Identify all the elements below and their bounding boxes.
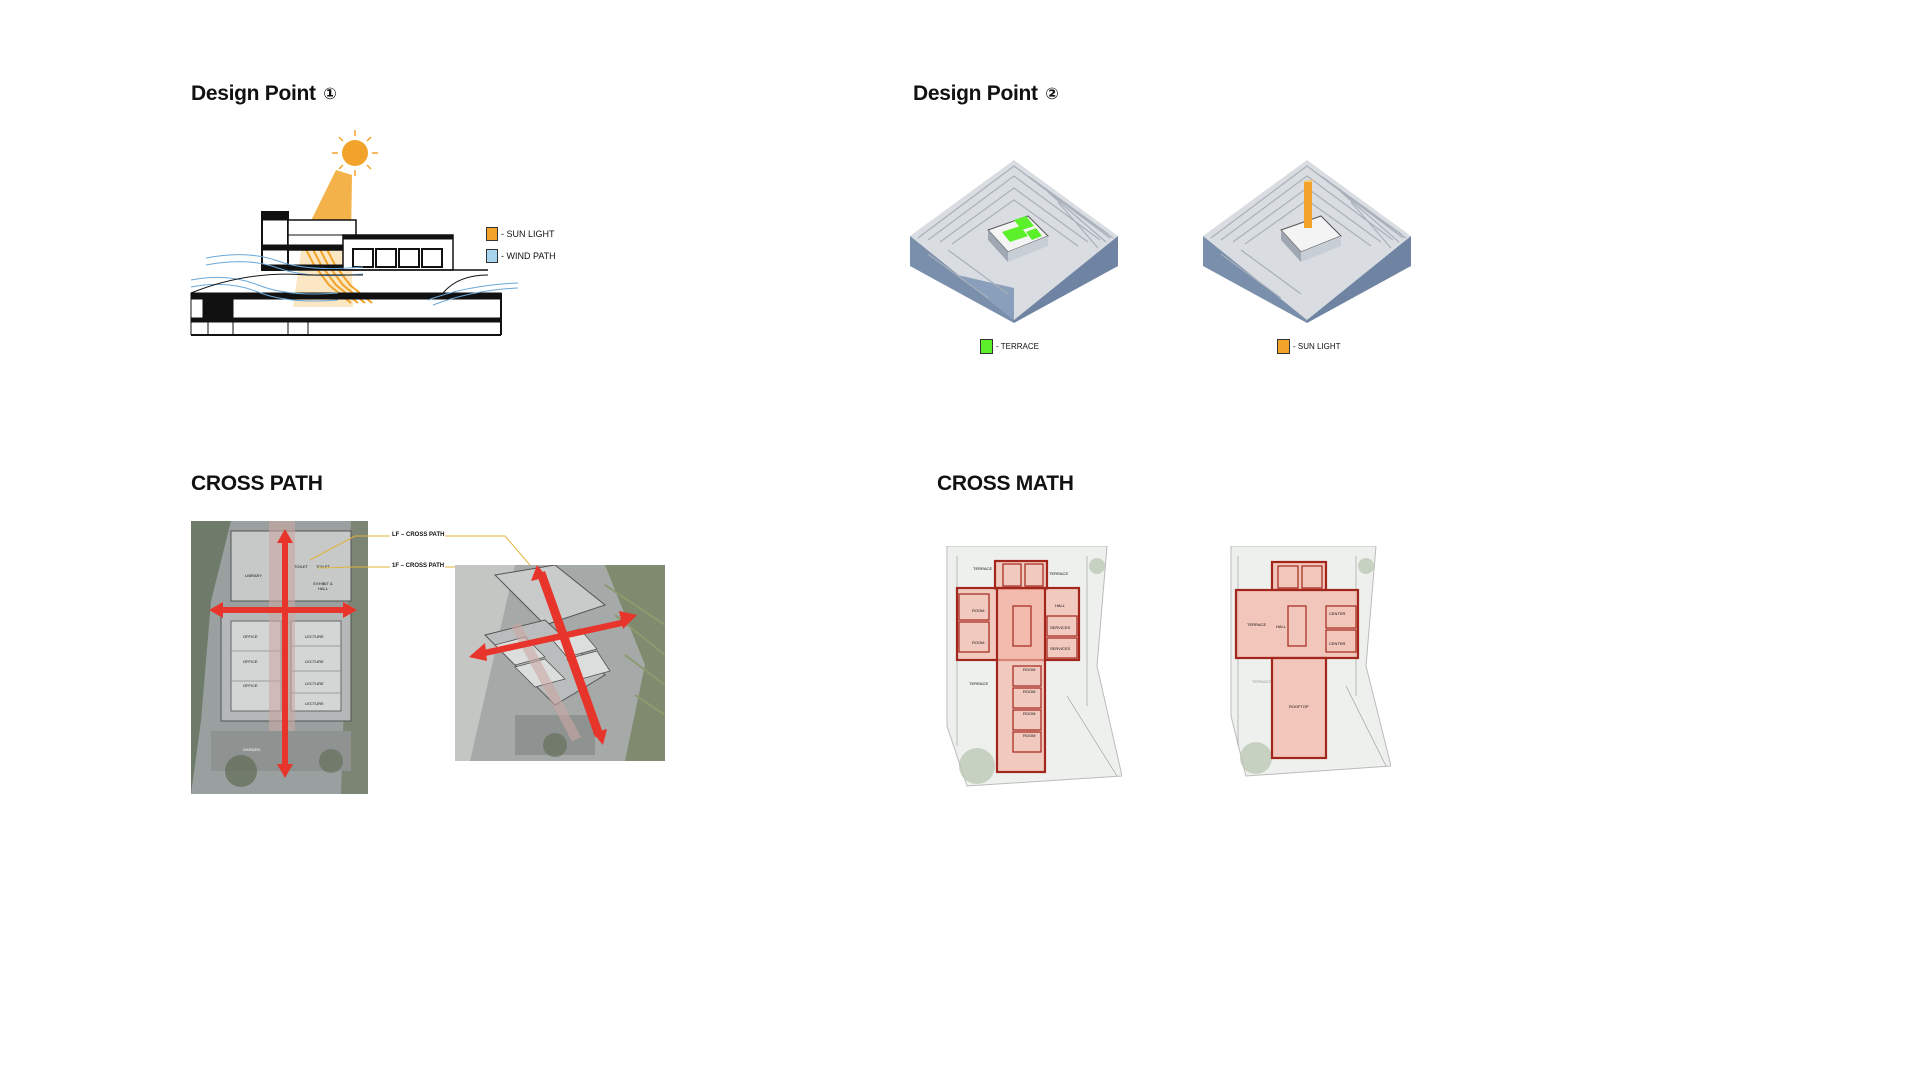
design-point-1-legend: - SUN LIGHT - WIND PATH <box>486 226 556 264</box>
legend-swatch-sun-light-2 <box>1277 339 1290 354</box>
label-toilet: TOILET <box>294 564 308 569</box>
site-model-sunlight <box>1201 158 1413 323</box>
plan1-services-2: SERVICES <box>1050 646 1071 651</box>
building-section <box>190 211 502 336</box>
cross-math-plan-1: TERRACE TERRACE ROOM ROOM HALL SERVICES … <box>937 546 1122 792</box>
callout-1f-cross-path: 1F – CROSS PATH <box>392 563 445 569</box>
design-point-1-number: ① <box>323 86 337 103</box>
sun-light-shaft <box>1304 180 1314 228</box>
legend-label-wind-path: - WIND PATH <box>501 251 556 261</box>
cross-path-title: CROSS PATH <box>191 472 323 495</box>
design-point-1-title: Design Point ① <box>191 82 337 106</box>
cross-math-plan-2: TERRACE HALL CENTER CENTER TERRACE ROOFT… <box>1226 546 1391 792</box>
label-library: LIBRARY <box>245 573 263 578</box>
label-lecture-3: LECTURE <box>305 681 324 686</box>
plan1-room-5: ROOM <box>1023 711 1036 716</box>
plan2-rooftop: ROOFTOP <box>1289 704 1309 709</box>
label-toilet-2: TOILET <box>316 564 330 569</box>
building-model <box>1280 215 1342 262</box>
plan2-terrace: TERRACE <box>1247 622 1267 627</box>
legend-swatch-sun-light <box>486 227 498 241</box>
label-lecture-4: LECTURE <box>305 701 324 706</box>
plan1-room-1: ROOM <box>972 608 985 613</box>
plan1-room-2: ROOM <box>972 640 985 645</box>
plan1-terrace-tr: TERRACE <box>1049 571 1069 576</box>
label-garden: GARDEN <box>243 747 261 752</box>
sun-icon <box>332 130 378 176</box>
label-office-3: OFFICE <box>243 683 258 688</box>
plan2-center-2: CENTER <box>1329 641 1346 646</box>
legend-label-sun-light: - SUN LIGHT <box>501 229 555 239</box>
legend-swatch-wind-path <box>486 249 498 263</box>
legend-label-sun-light-2: - SUN LIGHT <box>1293 342 1341 351</box>
plan1-hall: HALL <box>1055 603 1066 608</box>
design-point-1-title-text: Design Point <box>191 82 316 105</box>
section-diagram <box>188 125 568 345</box>
legend-terrace: - TERRACE <box>980 339 1039 354</box>
legend-swatch-terrace <box>980 339 993 354</box>
plan1-room-3: ROOM <box>1023 667 1036 672</box>
label-exhibit: EXHIBIT & HALL <box>313 581 333 591</box>
plan1-services-1: SERVICES <box>1050 625 1071 630</box>
cross-highlight <box>1234 560 1360 760</box>
plan1-terrace-bl: TERRACE <box>969 681 989 686</box>
label-lecture-1: LECTURE <box>305 634 324 639</box>
plan1-terrace-tl: TERRACE <box>973 566 993 571</box>
label-office-1: OFFICE <box>243 634 258 639</box>
cross-path-arrows-iso <box>469 565 637 745</box>
plan2-terrace-2: TERRACE <box>1252 679 1272 684</box>
design-point-2-title-text: Design Point <box>913 82 1038 105</box>
label-office-2: OFFICE <box>243 659 258 664</box>
cross-path-plan-aerial: LIBRARY TOILET TOILET EXHIBIT & HALL OFF… <box>191 521 368 794</box>
plan2-hall: HALL <box>1276 624 1287 629</box>
plan1-room-6: ROOM <box>1023 733 1036 738</box>
label-lecture-2: LECTURE <box>305 659 324 664</box>
legend-label-terrace: - TERRACE <box>996 342 1039 351</box>
design-point-2-title: Design Point ② <box>913 82 1059 106</box>
legend-sun-light-2: - SUN LIGHT <box>1277 339 1341 354</box>
cross-path-isometric <box>455 565 665 761</box>
terrace-highlight <box>1002 216 1042 242</box>
cross-path-arrows <box>209 529 357 778</box>
plan2-center-1: CENTER <box>1329 611 1346 616</box>
cross-highlight <box>955 559 1081 774</box>
callout-lf-cross-path: LF – CROSS PATH <box>392 532 445 538</box>
cross-math-title: CROSS MATH <box>937 472 1074 495</box>
plan1-room-4: ROOM <box>1023 689 1036 694</box>
site-model-terrace <box>908 158 1120 323</box>
design-point-2-number: ② <box>1045 86 1059 103</box>
